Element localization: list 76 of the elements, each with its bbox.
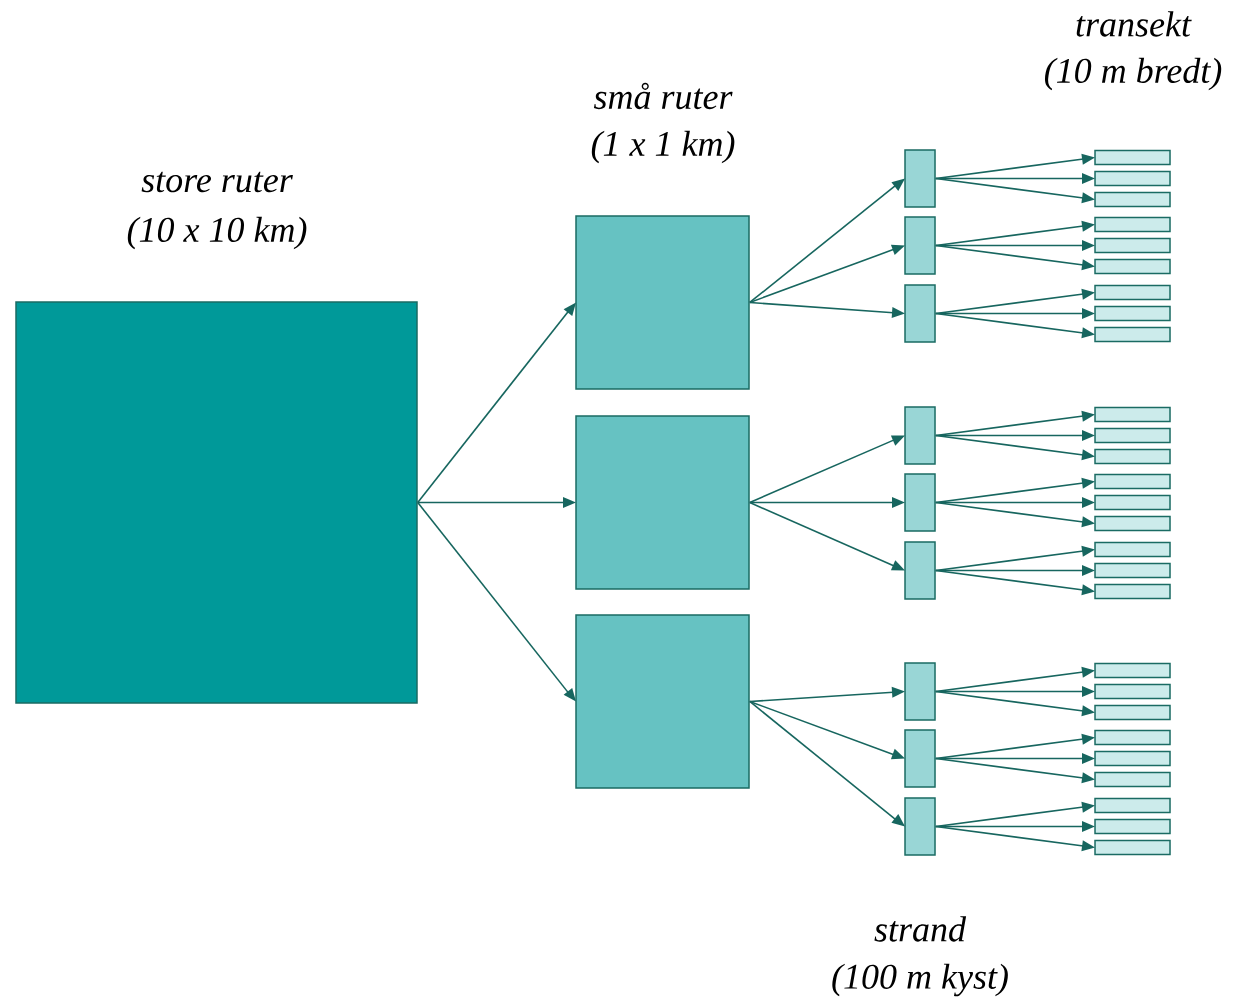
small-rectangle (904, 473, 936, 532)
column-heading: store ruter (141, 171, 293, 193)
transect-strip (1094, 170, 1171, 187)
transect-strip (1094, 683, 1171, 700)
transect-strip (1094, 427, 1171, 444)
transect-strip (1094, 704, 1171, 721)
arrow (934, 545, 1095, 572)
column-heading: (10 x 10 km) (127, 216, 307, 250)
transect-strip (1094, 818, 1171, 835)
column-heading: strand (874, 916, 967, 942)
arrow (934, 825, 1095, 852)
small-rectangle (904, 797, 936, 856)
arrow (934, 666, 1095, 693)
arrow (934, 434, 1095, 461)
transect-strip (1094, 258, 1171, 275)
transect-strip (1094, 191, 1171, 208)
arrow (748, 244, 905, 304)
arrow (934, 569, 1095, 596)
transect-strip (1094, 562, 1171, 579)
arrow (748, 178, 905, 304)
arrow (934, 733, 1095, 760)
medium-square (575, 614, 750, 789)
small-rectangle (904, 149, 936, 208)
transect-strip (1094, 797, 1171, 814)
transect-strip (1094, 750, 1171, 767)
transect-strip (1094, 771, 1171, 788)
arrow (934, 153, 1095, 180)
arrow (748, 301, 905, 319)
column-heading: (10 m bredt) (1044, 57, 1222, 91)
arrow (748, 700, 905, 827)
arrow (934, 501, 1095, 528)
transect-strip (1094, 583, 1171, 600)
small-rectangle (904, 284, 936, 343)
arrow (416, 501, 576, 702)
arrow (748, 435, 905, 504)
arrow (934, 288, 1095, 315)
transect-strip (1094, 839, 1171, 856)
transect-strip (1094, 729, 1171, 746)
transect-strip (1094, 473, 1171, 490)
arrow (934, 410, 1095, 437)
arrow (416, 497, 576, 508)
medium-square (575, 215, 750, 390)
arrow (934, 244, 1095, 271)
column-heading: transekt (1076, 11, 1192, 37)
transect-strip (1094, 406, 1171, 423)
arrow (934, 177, 1095, 204)
transect-strip (1094, 305, 1171, 322)
column-heading: (100 m kyst) (832, 963, 1008, 997)
arrow (934, 801, 1095, 828)
transect-strip (1094, 149, 1171, 166)
arrow (934, 757, 1095, 784)
small-rectangle (904, 662, 936, 721)
large-square (15, 301, 418, 704)
small-rectangle (904, 541, 936, 600)
transect-strip (1094, 448, 1171, 465)
transect-strip (1094, 541, 1171, 558)
transect-strip (1094, 494, 1171, 511)
medium-square (575, 415, 750, 590)
arrow (934, 220, 1095, 247)
arrow (416, 302, 576, 504)
arrow (748, 501, 905, 571)
arrow (934, 690, 1095, 717)
small-rectangle (904, 216, 936, 275)
transect-strip (1094, 662, 1171, 679)
small-rectangle (904, 406, 936, 465)
transect-strip (1094, 237, 1171, 254)
transect-strip (1094, 216, 1171, 233)
arrow (748, 700, 905, 760)
transect-strip (1094, 326, 1171, 343)
small-rectangle (904, 729, 936, 788)
arrow (934, 477, 1095, 504)
column-heading: (1 x 1 km) (591, 130, 735, 164)
transect-strip (1094, 515, 1171, 532)
arrow (934, 312, 1095, 339)
transect-strip (1094, 284, 1171, 301)
column-heading: små ruter (593, 82, 733, 110)
